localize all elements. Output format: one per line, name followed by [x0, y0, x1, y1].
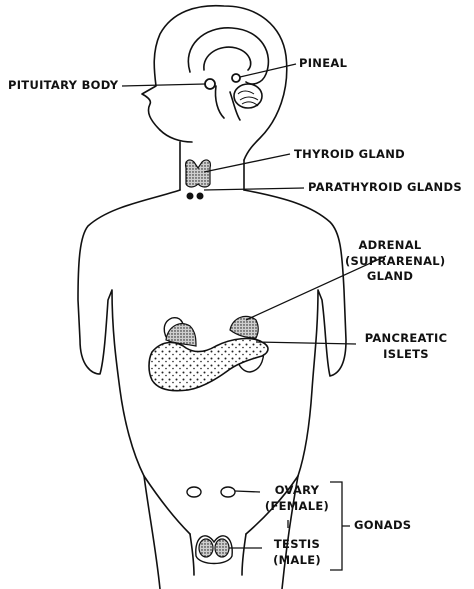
label-adrenal-line3: GLAND	[366, 269, 414, 284]
ovary-left	[186, 486, 202, 498]
face-chin	[159, 129, 193, 143]
label-testis: TESTIS (MALE)	[262, 537, 332, 568]
label-adrenal-line1: ADRENAL	[358, 238, 422, 252]
leader-pituitary	[121, 83, 206, 87]
label-ovary: OVARY (FEMALE)	[262, 483, 332, 514]
label-testis-line2: (MALE)	[273, 552, 321, 567]
label-testis-line1: TESTIS	[273, 537, 321, 551]
body-outline-left	[77, 189, 181, 477]
label-thyroid-gland: THYROID GLAND	[294, 147, 405, 161]
leg-left-outer	[143, 475, 161, 589]
pineal-gland	[231, 73, 241, 83]
label-adrenal: ADRENAL (SUPRARENAL) GLAND	[345, 238, 446, 285]
leg-right-inner	[241, 533, 247, 576]
label-adrenal-line2: (SUPRARENAL)	[345, 253, 446, 268]
label-pancreatic-line2: ISLETS	[383, 346, 429, 361]
label-ovary-line1: OVARY	[274, 483, 320, 497]
testis-right	[214, 538, 230, 558]
label-pineal: PINEAL	[299, 56, 348, 70]
label-gonads: GONADS	[354, 518, 412, 532]
leader-thyroid	[203, 153, 291, 173]
label-parathyroid-glands: PARATHYROID GLANDS	[308, 180, 462, 194]
label-pancreatic-line1: PANCREATIC	[364, 331, 448, 345]
label-pancreatic-islets: PANCREATIC ISLETS	[361, 331, 451, 362]
adrenal-right	[229, 315, 259, 339]
head-outline	[141, 4, 288, 161]
leader-adrenal	[245, 255, 387, 321]
hip-line	[143, 475, 191, 535]
thyroid-gland	[185, 159, 211, 188]
body-outline-right	[243, 189, 347, 477]
leg-right-outer	[281, 475, 299, 589]
leader-pancreatic	[255, 341, 357, 345]
adrenal-left	[165, 323, 197, 347]
label-pituitary-body: PITUITARY BODY	[8, 78, 119, 92]
leg-left-inner	[189, 533, 195, 576]
ovary-right	[220, 486, 236, 498]
leader-ovary	[234, 490, 261, 493]
brain-stem	[214, 85, 241, 121]
label-ovary-line2: (FEMALE)	[264, 498, 330, 513]
cerebellum	[233, 83, 263, 109]
gonads-bracket	[330, 481, 350, 571]
hip-line-right	[245, 475, 299, 535]
leader-parathyroid	[203, 187, 305, 191]
pancreas	[148, 337, 269, 392]
testis-left	[198, 538, 214, 558]
brain-fold	[187, 27, 270, 85]
parathyroid-right	[196, 192, 204, 200]
pituitary-gland	[204, 78, 216, 90]
brain-inner-fold	[203, 46, 252, 71]
parathyroid-left	[186, 192, 194, 200]
leader-pineal	[239, 63, 297, 78]
